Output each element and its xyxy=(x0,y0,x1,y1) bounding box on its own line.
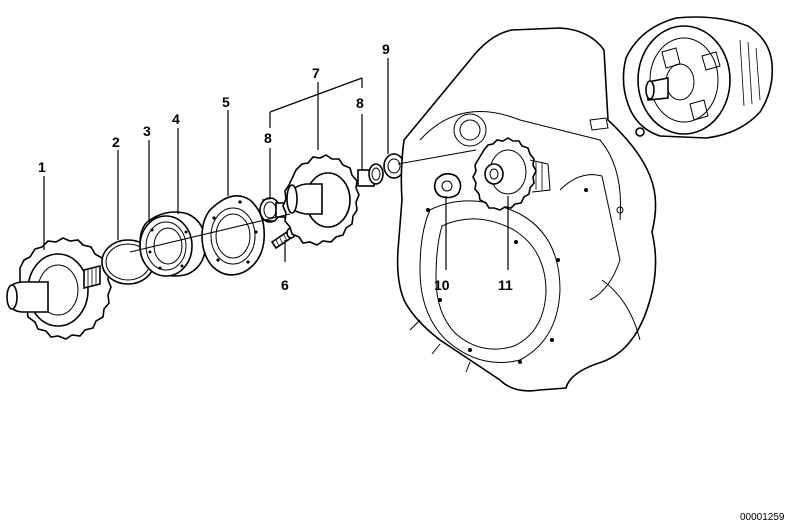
callout-leaders xyxy=(43,58,509,270)
diagram-code: 00001259 xyxy=(740,512,785,523)
gearbox-housing xyxy=(396,27,657,392)
callout-3: 3 xyxy=(143,123,151,139)
callout-8-right: 8 xyxy=(356,95,364,111)
callout-5: 5 xyxy=(222,94,230,110)
callout-4: 4 xyxy=(172,111,180,127)
callout-6: 6 xyxy=(281,277,289,293)
callout-labels: 1 2 3 4 5 6 7 8 8 9 10 11 xyxy=(38,41,513,293)
part-1-flange-gear xyxy=(6,237,112,340)
part-11-gear-cluster xyxy=(472,137,551,211)
callout-8-left: 8 xyxy=(264,130,272,146)
assembly-axis-line xyxy=(129,213,291,253)
callout-10: 10 xyxy=(434,277,450,293)
assembly-axis-line xyxy=(397,149,477,165)
part-8-bearing-right xyxy=(357,163,384,187)
part-10-cam xyxy=(433,172,462,199)
callout-9: 9 xyxy=(382,41,390,57)
callout-11: 11 xyxy=(498,277,513,293)
part-5-cover-plate xyxy=(201,194,266,276)
callout-7: 7 xyxy=(312,65,320,81)
part-7-intermediate-gear xyxy=(282,154,360,246)
part-3-4-bearing-housing xyxy=(139,211,207,277)
callout-1: 1 xyxy=(38,159,46,175)
callout-2: 2 xyxy=(112,134,120,150)
starter-motor xyxy=(622,16,774,139)
